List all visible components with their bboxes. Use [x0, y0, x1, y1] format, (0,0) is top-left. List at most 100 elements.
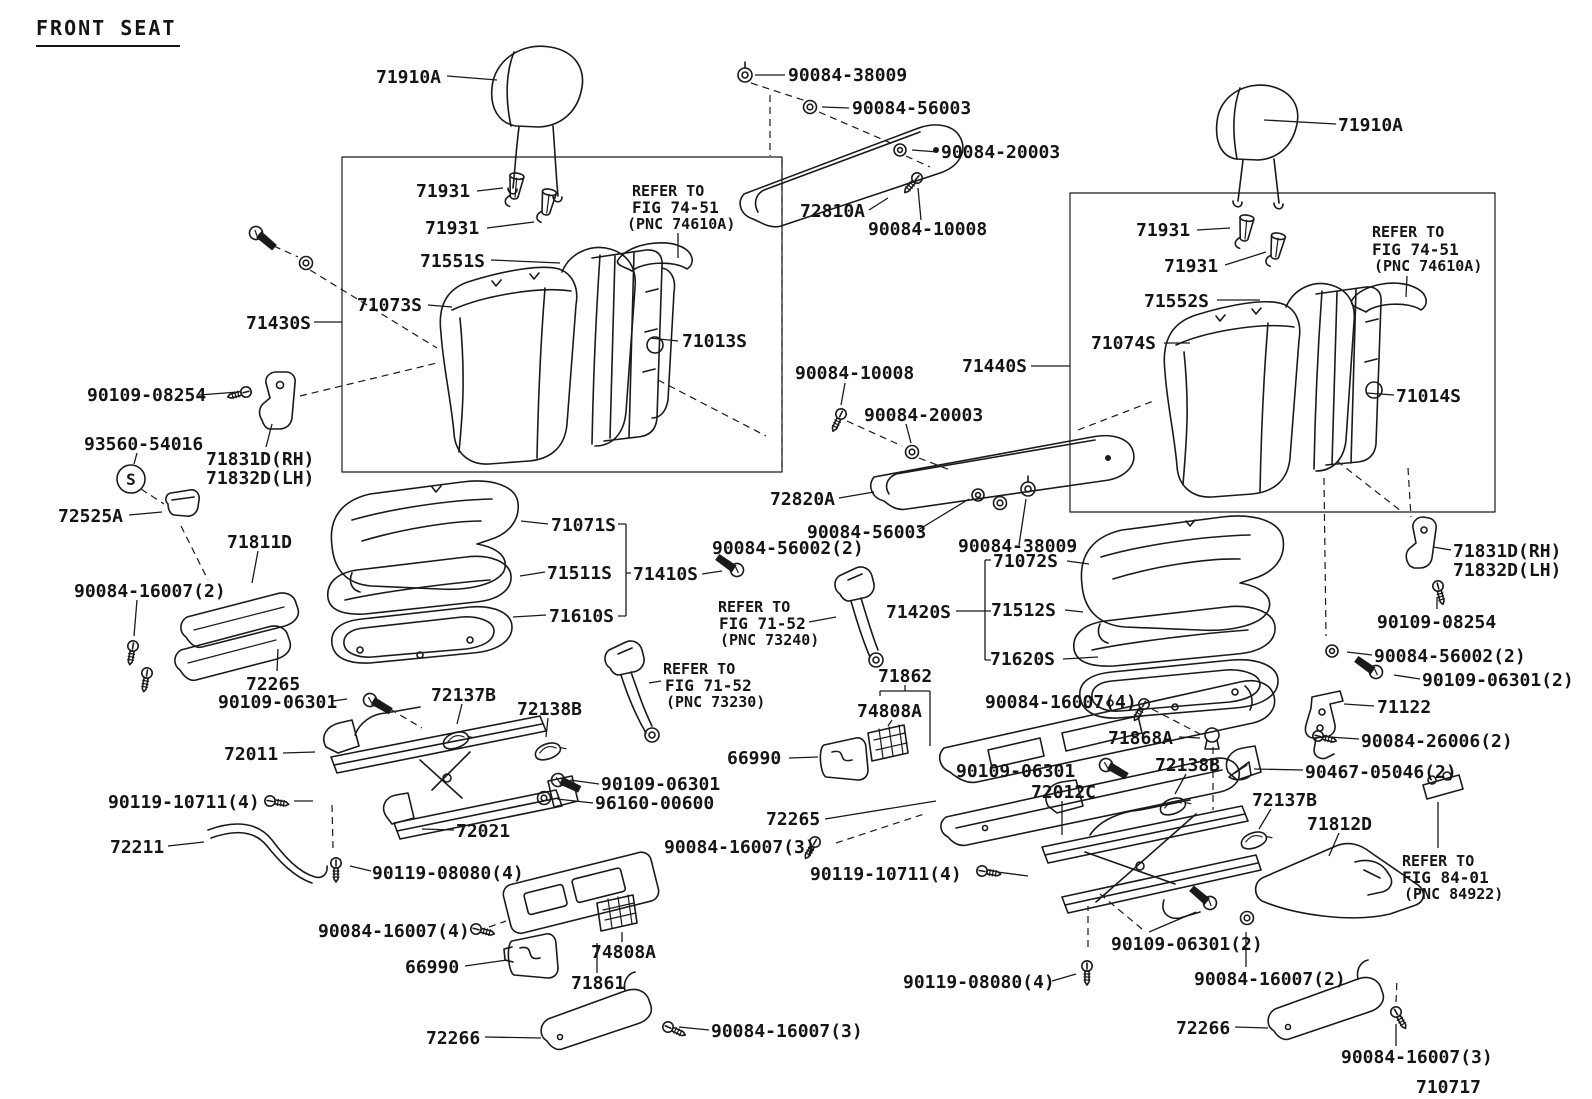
part-label-rail-72021: 72021 [456, 821, 510, 842]
part-label-spring-symbol-letter: S [126, 470, 136, 489]
part-label-bracket-rh-right: 71831D(RH) [1453, 541, 1561, 562]
wire-72211-drawing [207, 823, 328, 884]
part-label-figure-number: 710717 [1416, 1077, 1481, 1098]
fastener-screw-icon [804, 836, 821, 860]
page-title: FRONT SEAT [36, 16, 181, 47]
part-label-clip-72525a: 72525A [58, 506, 123, 527]
fastener-screw-icon [662, 1021, 687, 1037]
part-label-clip-71868a: 71868A [1108, 728, 1173, 749]
fastener-blackbolt-icon [1098, 757, 1129, 780]
fastener-blackbolt-icon [362, 692, 393, 715]
fastener-screw-icon [1390, 1006, 1407, 1030]
part-label-nut-56002-mid: 90084-56002(2) [712, 538, 864, 559]
part-label-seatback-board-right: 71552S [1144, 291, 1209, 312]
part-label-refer-7152a-1: REFER TO [718, 598, 790, 616]
part-label-shield-71862: 71862 [878, 666, 932, 687]
part-label-washer-top: 90084-20003 [941, 142, 1060, 163]
seatbelt-buckle-right-drawing [834, 566, 884, 668]
part-label-rail-72011: 72011 [224, 744, 278, 765]
part-label-bolt-06301-left: 90109-06301 [218, 692, 337, 713]
grille-74808a-bottom-drawing [596, 894, 638, 932]
part-label-refer-7451-left-3: (PNC 74610A) [627, 215, 735, 233]
fastener-washer-icon [971, 488, 985, 502]
fastener-blackbolt-icon [248, 225, 277, 251]
fastener-screw-icon [903, 172, 923, 194]
part-label-cushion-spring-right: 71620S [990, 649, 1055, 670]
part-label-headrest-support-l1: 71931 [416, 181, 470, 202]
fastener-blackbolt-icon [550, 772, 582, 793]
fastener-nut-icon [904, 444, 920, 460]
fastener-screw-icon [141, 667, 153, 693]
part-label-armrest-right: 72820A [770, 489, 835, 510]
part-label-grille-74808a-bottom: 74808A [591, 942, 656, 963]
part-label-cushion-pad-right: 71512S [991, 600, 1056, 621]
part-label-headrest-left: 71910A [376, 67, 441, 88]
part-label-grille-74808a-mid: 74808A [857, 701, 922, 722]
part-label-refer-7152a-2: FIG 71-52 [719, 614, 806, 633]
fastener-nut-icon [536, 790, 552, 806]
part-label-headrest-support-r2: 71931 [1164, 256, 1218, 277]
fastener-screw-icon [226, 386, 252, 400]
shield-72266-left-drawing [540, 971, 653, 1051]
fastener-screw-icon [1312, 730, 1338, 744]
part-label-bolt-armrest-right: 90084-10008 [795, 363, 914, 384]
part-label-refer-8401-1: REFER TO [1402, 852, 1474, 870]
fasteners-layer [127, 61, 1446, 1037]
bracket-refer8401-drawing [1422, 771, 1464, 800]
fastener-screw-icon [831, 408, 847, 433]
fastener-pin-icon [1265, 232, 1287, 268]
part-label-cushion-assy-right: 71420S [886, 602, 951, 623]
fastener-nut-icon [802, 99, 818, 115]
assembly-dashed-lines [140, 82, 1412, 1003]
part-label-bolt-06301-midright: 90109-06301 [956, 761, 1075, 782]
part-label-bolt-26006: 90084-26006(2) [1361, 731, 1513, 752]
part-label-bolt-06301-right: 90109-06301(2) [1422, 670, 1574, 691]
fastener-pin-icon [1234, 214, 1255, 250]
exploded-box-left [341, 156, 783, 473]
shield-71812d-drawing [1254, 842, 1425, 919]
part-label-shield-71812d: 71812D [1307, 814, 1372, 835]
part-label-screw-recliner-right: 90109-08254 [1377, 612, 1496, 633]
seatback-left-drawing [439, 242, 693, 465]
part-label-cap-72138b-right: 72138B [1155, 755, 1220, 776]
part-label-bolt-10711-mid: 90119-10711(4) [810, 864, 962, 885]
part-label-refer-7451-right-2: FIG 74-51 [1372, 240, 1459, 259]
leader-lines [128, 74, 1452, 1046]
clip-66990-bottom-drawing [503, 933, 559, 979]
part-label-wire-72211: 72211 [110, 837, 164, 858]
shield-71862-drawing [938, 680, 1276, 784]
seat-rail-left-drawing [323, 706, 579, 840]
part-label-spring-code: 93560-54016 [84, 434, 203, 455]
part-label-bolt-06301-midleft: 90109-06301 [601, 774, 720, 795]
armrest-right-drawing [870, 434, 1135, 511]
part-label-rail-72012c: 72012C [1031, 782, 1096, 803]
part-label-bolt-16007-3-right: 90084-16007(3) [1341, 1047, 1493, 1068]
exploded-box-right [1069, 192, 1496, 513]
part-label-refer-7152b-3: (PNC 73230) [666, 693, 765, 711]
fastener-grommet-icon [737, 61, 753, 83]
part-label-bolt-16007-3-mid: 90084-16007(3) [664, 837, 816, 858]
part-label-seatback-frame-right: 71014S [1396, 386, 1461, 407]
fastener-capoval-icon [1159, 797, 1192, 816]
part-label-seatback-frame-left: 71013S [682, 331, 747, 352]
part-label-grommet-top: 90084-38009 [788, 65, 907, 86]
cushion-stack-left-drawing [327, 480, 519, 664]
fastener-screw-icon [1432, 580, 1446, 606]
part-label-seatback-assy-right: 71440S [962, 356, 1027, 377]
fastener-capoval-icon [534, 742, 567, 761]
fastener-screw-icon [1081, 960, 1093, 986]
part-label-seatback-pad-right: 71074S [1091, 333, 1156, 354]
seatbelt-buckle-left-drawing [604, 640, 660, 743]
seatback-right-drawing [1163, 282, 1427, 498]
part-label-bolt-16007-2-right: 90084-16007(2) [1194, 969, 1346, 990]
part-label-bolt-16007-4-mid: 90084-16007(4) [985, 692, 1137, 713]
belt-anchor-71122-drawing [1304, 690, 1344, 760]
bracket-71831d-left-drawing [258, 371, 296, 430]
fastener-screw-icon [330, 857, 342, 883]
fastener-blackbolt-icon [1354, 656, 1384, 680]
part-label-shield-72266-left: 72266 [426, 1028, 480, 1049]
part-label-shield-72265-mid: 72265 [766, 809, 820, 830]
part-label-bolt-08080-right: 90119-08080(4) [903, 972, 1055, 993]
seat-rail-right-drawing [1041, 745, 1262, 920]
